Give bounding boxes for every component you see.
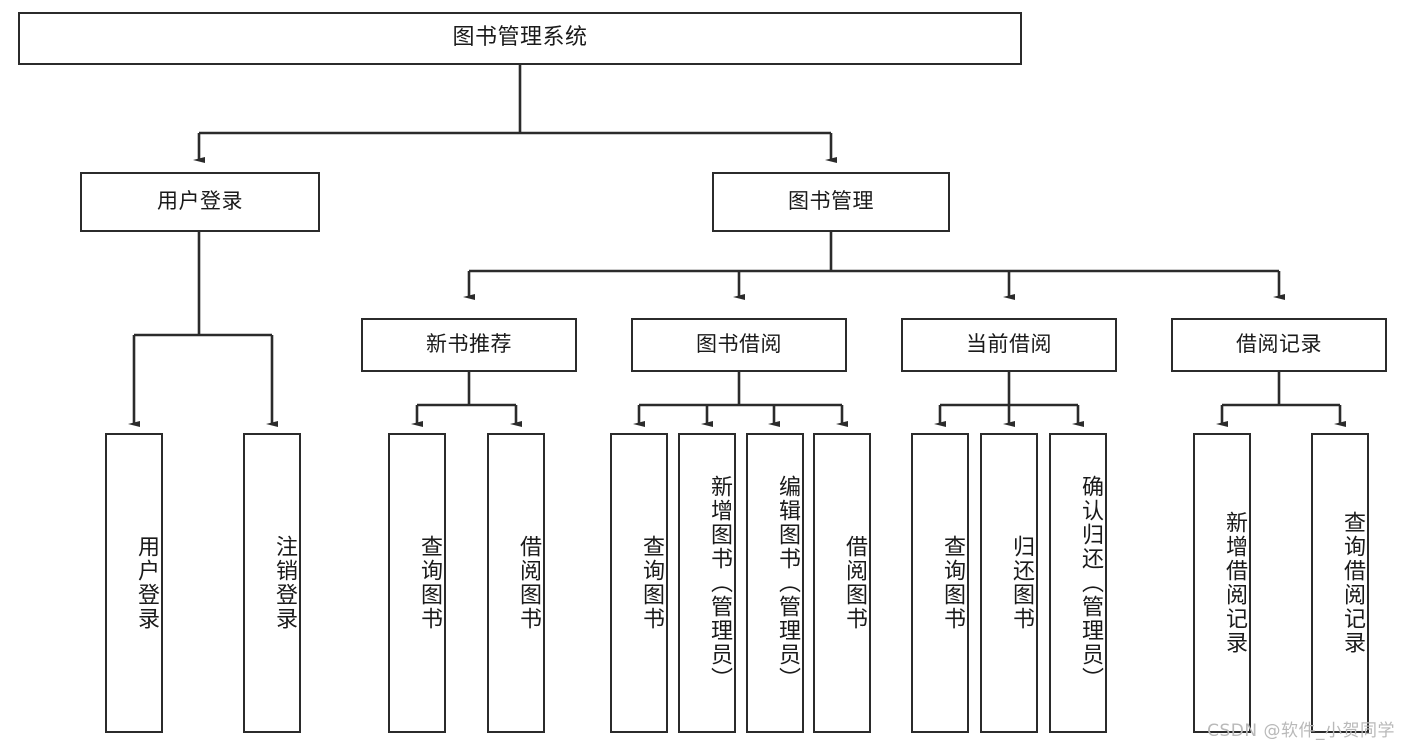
node-label: 图书管理	[788, 189, 874, 214]
watermark-csdn: CSDN @软件_小贺同学	[1207, 721, 1395, 741]
node-leaf-query-book-borrow[interactable]: 查询图书	[610, 433, 668, 733]
node-label: 图书管理系统	[452, 25, 588, 51]
node-borrow-record[interactable]: 借阅记录	[1171, 318, 1387, 372]
node-label: 新增图书（管理员）	[707, 475, 732, 691]
node-new-book-recommend[interactable]: 新书推荐	[361, 318, 577, 372]
node-leaf-query-book-current[interactable]: 查询图书	[911, 433, 969, 733]
node-leaf-user-login[interactable]: 用户登录	[105, 433, 163, 733]
node-label: 借阅记录	[1236, 332, 1322, 357]
node-leaf-borrow-book-recommend[interactable]: 借阅图书	[487, 433, 545, 733]
node-leaf-return-book[interactable]: 归还图书	[980, 433, 1038, 733]
node-label: 编辑图书（管理员）	[775, 475, 800, 691]
node-book-manage[interactable]: 图书管理	[712, 172, 950, 232]
node-label: 借阅图书	[842, 535, 867, 631]
node-leaf-borrow-book[interactable]: 借阅图书	[813, 433, 871, 733]
node-label: 借阅图书	[516, 535, 541, 631]
node-label: 查询图书	[639, 535, 664, 631]
node-current-borrow[interactable]: 当前借阅	[901, 318, 1117, 372]
node-label: 新增借阅记录	[1222, 511, 1247, 655]
node-book-borrow[interactable]: 图书借阅	[631, 318, 847, 372]
node-label: 归还图书	[1009, 535, 1034, 631]
node-label: 查询图书	[417, 535, 442, 631]
node-leaf-add-book[interactable]: 新增图书（管理员）	[678, 433, 736, 733]
node-label: 图书借阅	[696, 332, 782, 357]
node-leaf-query-book-recommend[interactable]: 查询图书	[388, 433, 446, 733]
node-label: 当前借阅	[966, 332, 1052, 357]
node-label: 注销登录	[272, 535, 297, 631]
node-label: 查询借阅记录	[1340, 511, 1365, 655]
node-user-login[interactable]: 用户登录	[80, 172, 320, 232]
node-leaf-query-borrow-record[interactable]: 查询借阅记录	[1311, 433, 1369, 733]
node-leaf-confirm-return[interactable]: 确认归还（管理员）	[1049, 433, 1107, 733]
node-label: 新书推荐	[426, 332, 512, 357]
node-label: 查询图书	[940, 535, 965, 631]
node-leaf-user-logout[interactable]: 注销登录	[243, 433, 301, 733]
node-label: 确认归还（管理员）	[1078, 475, 1103, 691]
node-label: 用户登录	[134, 535, 159, 631]
node-root-book-management-system[interactable]: 图书管理系统	[18, 12, 1022, 65]
node-leaf-add-borrow-record[interactable]: 新增借阅记录	[1193, 433, 1251, 733]
node-leaf-edit-book[interactable]: 编辑图书（管理员）	[746, 433, 804, 733]
node-label: 用户登录	[157, 189, 243, 214]
